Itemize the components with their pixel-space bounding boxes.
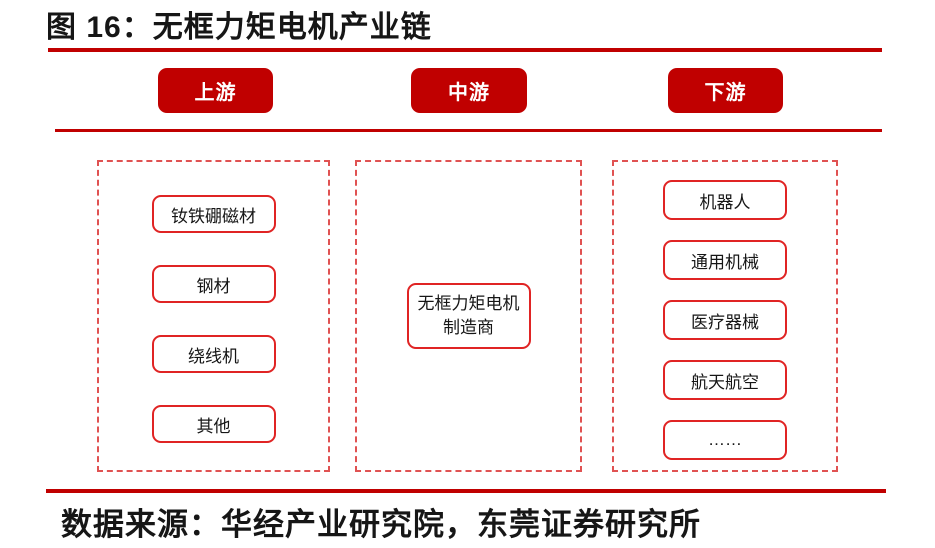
- figure-title: 图 16：无框力矩电机产业链: [46, 11, 432, 44]
- midstream-item-line1: 无框力矩电机: [417, 294, 520, 314]
- midstream-item-manufacturer: 无框力矩电机 制造商: [406, 283, 531, 349]
- upstream-item-other: 其他: [151, 405, 276, 443]
- downstream-item-aerospace: 航天航空: [663, 360, 787, 400]
- downstream-item-robot: 机器人: [663, 180, 787, 220]
- figure-source: 数据来源：华经产业研究院，东莞证券研究所: [61, 507, 701, 542]
- downstream-item-ellipsis: ……: [663, 420, 787, 460]
- title-underline: [48, 48, 882, 52]
- stage-badge-downstream: 下游: [668, 68, 783, 113]
- stage-badge-upstream: 上游: [158, 68, 273, 113]
- upstream-item-winding-machine: 绕线机: [151, 335, 276, 373]
- midstream-column: 无框力矩电机 制造商: [355, 160, 582, 472]
- source-divider-line: [46, 489, 886, 493]
- downstream-item-medical-devices: 医疗器械: [663, 300, 787, 340]
- upstream-item-steel: 钢材: [151, 265, 276, 303]
- stages-divider-line: [55, 129, 882, 132]
- stage-badge-midstream: 中游: [411, 68, 527, 113]
- upstream-item-ndfeb-magnet: 钕铁硼磁材: [151, 195, 276, 233]
- downstream-column: 机器人 通用机械 医疗器械 航天航空 ……: [612, 160, 838, 472]
- midstream-item-line2: 制造商: [443, 318, 494, 337]
- upstream-column: 钕铁硼磁材 钢材 绕线机 其他: [97, 160, 330, 472]
- downstream-item-general-machinery: 通用机械: [663, 240, 787, 280]
